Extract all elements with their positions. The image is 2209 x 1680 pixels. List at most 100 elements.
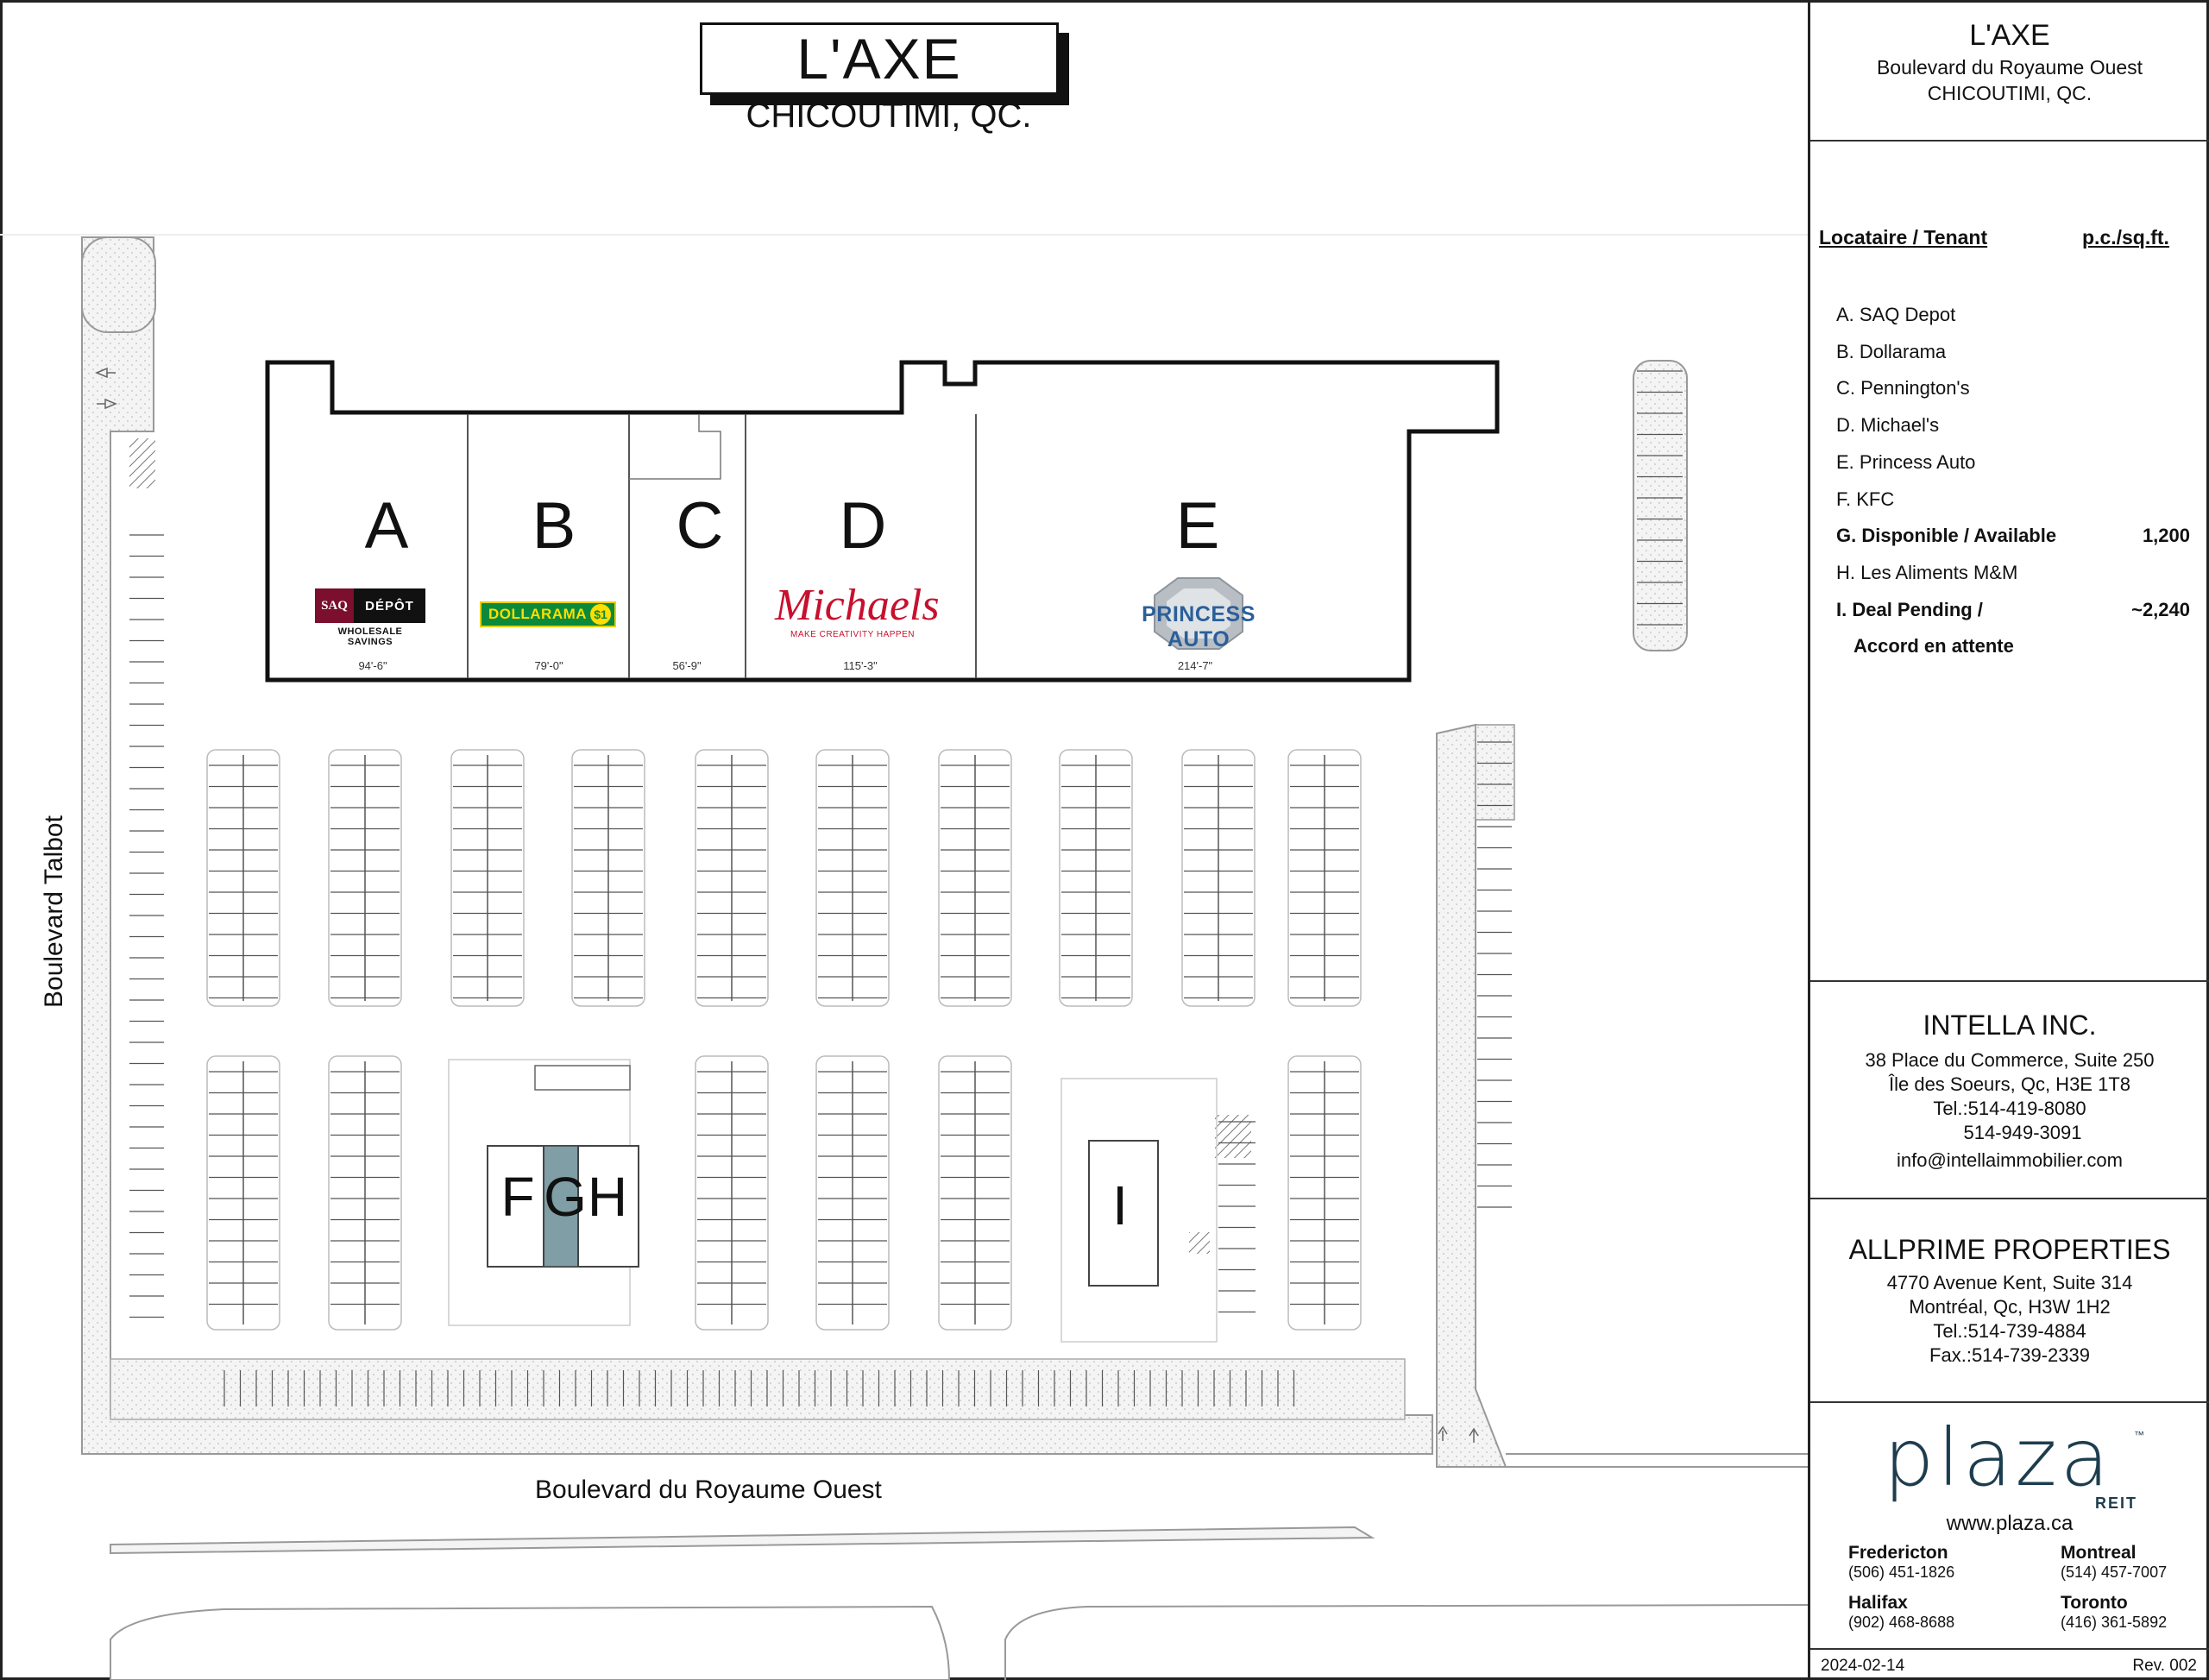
allprime-fax: Fax.:514-739-2339 <box>1929 1344 2090 1366</box>
tenant-column-header: Locataire / Tenant <box>1819 226 1988 249</box>
unit-i-building <box>1088 1140 1159 1287</box>
intella-name: INTELLA INC. <box>1923 1010 2097 1041</box>
tenant-area: ~2,240 <box>2131 598 2190 620</box>
map-title: L'AXE <box>796 27 962 91</box>
intella-tel1: Tel.:514-419-8080 <box>1933 1098 2086 1119</box>
panel-street: Boulevard du Royaume Ouest <box>1876 56 2143 79</box>
unit-i-label: I <box>1112 1174 1128 1236</box>
unit-a-label: A <box>364 489 409 563</box>
tenant-row: D. Michael's <box>1836 414 1940 437</box>
east-entrance <box>1436 723 1507 1468</box>
allprime-tel: Tel.:514-739-4884 <box>1933 1320 2086 1342</box>
office-phone: (506) 451-1826 <box>1848 1564 1955 1581</box>
revision-date: 2024-02-14 <box>1821 1657 1905 1675</box>
michaels-logo: Michaels MAKE CREATIVITY HAPPEN <box>775 581 940 644</box>
unit-a-frontage: 94'-6" <box>358 659 387 672</box>
office-city: Montreal <box>2061 1543 2137 1563</box>
allprime-address1: 4770 Avenue Kent, Suite 314 <box>1886 1272 2133 1293</box>
tenant-area: 1,200 <box>2142 525 2190 547</box>
unit-c-frontage: 56'-9" <box>672 659 702 672</box>
panel-city: CHICOUTIMI, QC. <box>1927 82 2093 104</box>
plaza-wordmark: plaza <box>1884 1412 2113 1504</box>
tenant-row: E. Princess Auto <box>1836 450 1976 473</box>
unit-b-label: B <box>532 489 576 563</box>
office-phone: (902) 468-8688 <box>1848 1614 1955 1631</box>
south-island-west <box>110 1605 951 1680</box>
princess-auto-logo: PRINCESS AUTO <box>1113 576 1284 651</box>
michaels-tagline: MAKE CREATIVITY HAPPEN <box>790 630 915 639</box>
revision-number: Rev. 002 <box>2132 1657 2197 1675</box>
office-fredericton: Fredericton (506) 451-1826 <box>1848 1543 1954 1582</box>
tenant-row: A. SAQ Depot <box>1836 304 1956 325</box>
panel-title: L'AXE <box>1969 19 2050 52</box>
median <box>110 1526 1375 1555</box>
depot-logo-text: DÉPÔT <box>354 588 425 623</box>
intella-contact: INTELLA INC. 38 Place du Commerce, Suite… <box>1810 982 2209 1199</box>
plaza-website[interactable]: www.plaza.ca <box>1946 1512 2074 1535</box>
map-title-box: L'AXE <box>700 22 1059 95</box>
princess-auto-logo-text: PRINCESS AUTO <box>1142 602 1256 651</box>
area-column-header: p.c./sq.ft. <box>2082 226 2169 249</box>
dollar-coin-icon: $1 <box>590 604 611 625</box>
tenant-row: H. Les Aliments M&M <box>1836 561 2018 583</box>
unit-b-frontage: 79'-0" <box>534 659 563 672</box>
tenant-row: C. Pennington's <box>1836 377 1970 400</box>
michaels-logo-text: Michaels <box>775 581 940 630</box>
unit-d-frontage: 115'-3" <box>843 659 878 672</box>
dollarama-logo: DOLLARAMA $1 <box>480 601 616 627</box>
plaza-branding: plaza ™ REIT www.plaza.ca Fredericton (5… <box>1810 1403 2209 1648</box>
site-plan: L'AXE CHICOUTIMI, QC. A B C D E 94'-6" 7… <box>0 22 1808 1680</box>
tenant-row: Accord en attente <box>1853 635 2014 658</box>
south-island-east <box>1004 1604 1808 1680</box>
intella-tel2: 514-949-3091 <box>1963 1122 2082 1143</box>
office-halifax: Halifax (902) 468-8688 <box>1848 1593 1954 1632</box>
plaza-tm: ™ <box>2134 1429 2144 1441</box>
office-toronto: Toronto (416) 361-5892 <box>2061 1593 2167 1632</box>
saq-tagline: WHOLESALE SAVINGS <box>337 626 403 647</box>
unit-e-frontage: 214'-7" <box>1177 659 1213 672</box>
south-sidewalk <box>110 1358 1406 1420</box>
allprime-contact: ALLPRIME PROPERTIES 4770 Avenue Kent, Su… <box>1810 1199 2209 1403</box>
intella-email[interactable]: info@intellaimmobilier.com <box>1897 1149 2123 1171</box>
office-montreal: Montreal (514) 457-7007 <box>2061 1543 2167 1582</box>
princess-octagon-icon <box>1154 577 1243 650</box>
panel-header: L'AXE Boulevard du Royaume Ouest CHICOUT… <box>1810 0 2209 142</box>
tenant-row: G. Disponible / Available <box>1836 525 2057 547</box>
unit-e-label: E <box>1175 489 1220 563</box>
tenant-list: Locataire / Tenant p.c./sq.ft. A. SAQ De… <box>1810 142 2209 982</box>
dollarama-logo-text: DOLLARAMA <box>488 606 588 622</box>
pad-i-site <box>1060 1078 1218 1343</box>
street-west-label: Boulevard Talbot <box>40 815 68 1008</box>
east-island-north <box>1633 360 1688 651</box>
tenant-row: B. Dollarama <box>1836 340 1947 362</box>
office-phone: (514) 457-7007 <box>2061 1564 2168 1581</box>
saq-depot-logo: SAQ DÉPÔT WHOLESALE SAVINGS <box>315 588 425 647</box>
tenant-row: F. KFC <box>1836 488 1895 510</box>
unit-f-label: F <box>500 1166 535 1228</box>
plaza-reit: REIT <box>2095 1494 2138 1512</box>
office-city: Toronto <box>2061 1593 2128 1613</box>
north-island <box>81 236 156 333</box>
intella-address2: Île des Soeurs, Qc, H3E 1T8 <box>1888 1073 2131 1095</box>
office-city: Fredericton <box>1848 1543 1948 1563</box>
office-phone: (416) 361-5892 <box>2061 1614 2168 1631</box>
panel-footer: 2024-02-14 Rev. 002 <box>1810 1648 2209 1680</box>
unit-d-label: D <box>839 489 887 563</box>
intella-address1: 38 Place du Commerce, Suite 250 <box>1865 1049 2155 1071</box>
unit-c-label: C <box>676 489 724 563</box>
saq-logo-text: SAQ <box>315 588 354 623</box>
unit-g-label: G <box>544 1166 587 1228</box>
street-south-label: Boulevard du Royaume Ouest <box>535 1476 882 1504</box>
unit-h-label: H <box>587 1166 628 1228</box>
site-plan-drawing <box>0 234 1808 1680</box>
map-city: CHICOUTIMI, QC. <box>746 97 1032 135</box>
office-city: Halifax <box>1848 1593 1908 1613</box>
east-island-mid <box>1475 724 1515 821</box>
unit-g-available <box>543 1145 579 1268</box>
allprime-address2: Montréal, Qc, H3W 1H2 <box>1909 1296 2111 1318</box>
allprime-name: ALLPRIME PROPERTIES <box>1848 1234 2171 1265</box>
plaza-logo: plaza ™ REIT <box>1884 1412 2144 1512</box>
info-panel: L'AXE Boulevard du Royaume Ouest CHICOUT… <box>1808 0 2209 1680</box>
tenant-row: I. Deal Pending / <box>1836 598 1983 620</box>
